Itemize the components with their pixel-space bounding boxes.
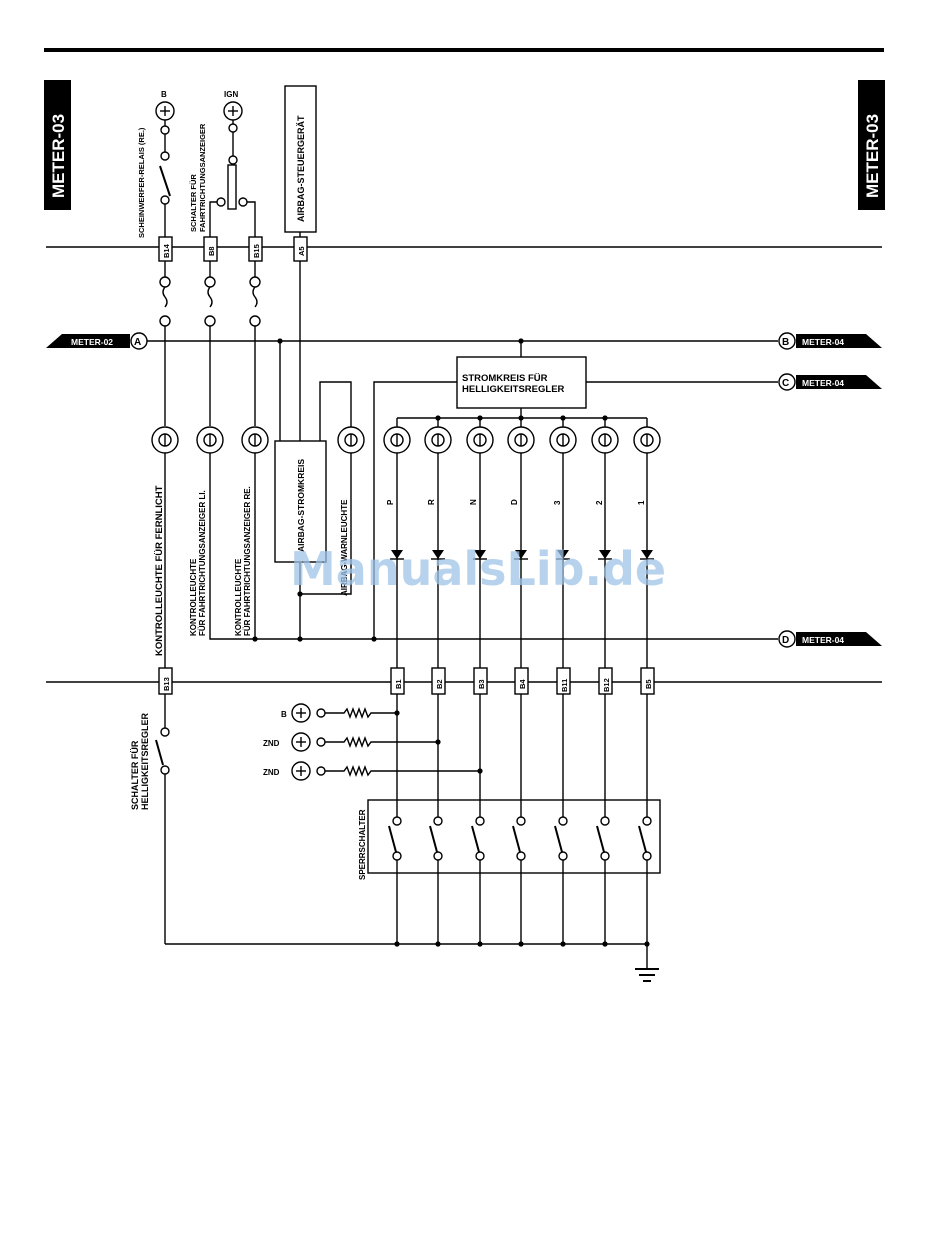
kontroll-fernlicht-label: KONTROLLEUCHTE FÜR FERNLICHT [154,485,165,656]
offpage-meter-04-d: D METER-04 [778,630,882,648]
svg-text:B11: B11 [560,679,569,692]
svg-text:B1: B1 [394,679,403,689]
b-label: B [161,90,167,99]
lamp-fernlicht [151,426,179,454]
watermark: ManualsLib.de [290,542,666,596]
lamp-airbag-warn [337,426,365,454]
gear-lamp-3: 3 [549,418,577,668]
connector-b11: B11 [556,667,571,695]
side-tag-right: METER-03 [858,80,885,210]
side-tag-right-text: METER-03 [863,114,882,198]
svg-text:HELLIGKEITSREGLER: HELLIGKEITSREGLER [462,384,565,395]
scheinwerfer-relais-label: SCHEINWERFER-RELAIS (RE.) [137,127,146,238]
connector-b15: B15 [248,236,263,262]
side-tag-left: METER-03 [44,80,71,210]
connector-b3: B3 [473,667,488,695]
svg-text:N: N [469,499,478,505]
gear-lamp-n: N [466,418,494,668]
side-tag-left-text: METER-03 [49,114,68,198]
kontroll-li-label-1: KONTROLLEUCHTE [189,558,198,636]
svg-text:2: 2 [595,500,604,505]
schalter-fahrt-label-2: FAHRTRICHTUNGSANZEIGER [198,123,207,232]
sperrschalter: SPERRSCHALTER [358,694,661,944]
svg-text:B: B [281,710,287,719]
gear-lamp-1: 1 [633,418,661,668]
stromkreis-helligkeitsregler: STROMKREIS FÜR HELLIGKEITSREGLER [456,356,587,409]
svg-text:B4: B4 [518,679,527,689]
gear-lamp-2: 2 [591,418,619,668]
svg-text:B2: B2 [435,679,444,689]
svg-text:B8: B8 [207,246,216,256]
svg-text:AIRBAG-STROMKREIS: AIRBAG-STROMKREIS [296,459,306,552]
airbag-steuergeraet-label: AIRBAG-STEUERGERÄT [296,115,306,222]
svg-text:B14: B14 [162,243,171,258]
svg-text:D: D [510,499,519,505]
gear-lamp-r: R [424,418,452,668]
svg-text:A5: A5 [297,246,306,256]
lamp-fahrt-re [241,426,269,454]
connector-b13: B13 [158,667,173,695]
svg-text:METER-04: METER-04 [802,635,844,645]
svg-text:B13: B13 [162,677,171,691]
top-rule [44,48,884,52]
connector-b2: B2 [431,667,446,695]
offpage-meter-04-b: B METER-04 [778,332,882,350]
svg-text:STROMKREIS FÜR: STROMKREIS FÜR [462,373,548,384]
svg-text:D: D [782,635,789,646]
ign-supply-top: IGN [209,90,256,237]
svg-text:METER-04: METER-04 [802,378,844,388]
airbag-steuergeraet: AIRBAG-STEUERGERÄT [284,85,317,237]
connector-b14: B14 [158,236,173,262]
connector-b1: B1 [390,667,405,695]
ground-icon [635,968,659,982]
svg-text:B15: B15 [252,244,261,258]
svg-text:ZND: ZND [263,768,280,777]
offpage-meter-02: METER-02 A [46,332,148,350]
supply-znd-2-resistor: ZND [263,761,483,781]
connector-b8: B8 [203,236,218,262]
svg-text:ZND: ZND [263,739,280,748]
gear-lamp-p: P [383,418,411,668]
gear-indicators: P R N D 3 [383,418,661,668]
svg-text:1: 1 [637,500,646,505]
kontroll-re-label-1: KONTROLLEUCHTE [234,558,243,636]
fuse-links [159,261,261,327]
ground-bus [165,941,650,968]
svg-text:C: C [782,378,789,389]
schalter-helligkeitsregler [155,694,170,944]
svg-text:B3: B3 [477,679,486,689]
svg-text:METER-02: METER-02 [71,337,113,347]
battery-supply-top: B [155,90,175,237]
ign-label: IGN [224,90,238,99]
connector-a5: A5 [293,236,308,262]
airbag-stromkreis: AIRBAG-STROMKREIS [274,440,327,563]
connector-b4: B4 [514,667,529,695]
offpage-meter-04-c: C METER-04 [778,373,882,391]
lamp-fahrt-li [196,426,224,454]
schalter-hell-label-2: HELLIGKEITSREGLER [140,712,150,810]
kontroll-re-label-2: FÜR FAHRTRICHTUNGSANZEIGER RE. [243,486,252,636]
connector-b12: B12 [598,667,613,695]
svg-text:METER-04: METER-04 [802,337,844,347]
svg-text:3: 3 [553,500,562,505]
kontroll-li-label-2: FÜR FAHRTRICHTUNGSANZEIGER LI. [198,490,207,636]
connector-b5: B5 [640,667,655,695]
svg-text:SPERRSCHALTER: SPERRSCHALTER [358,809,367,880]
svg-text:P: P [386,499,395,505]
svg-text:B12: B12 [602,678,611,692]
svg-text:B5: B5 [644,679,653,689]
schalter-hell-label-1: SCHALTER FÜR [130,740,140,810]
supply-b-resistor: B [281,703,400,723]
svg-text:B: B [782,337,789,348]
supply-znd-1-resistor: ZND [263,732,441,752]
svg-text:R: R [427,499,436,505]
svg-text:A: A [134,337,141,348]
airbag-warnleuchte-label: AIRBAG-WARNLEUCHTE [340,499,349,596]
schalter-fahrt-label-1: SCHALTER FÜR [189,174,198,232]
gear-lamp-d: D [507,418,535,668]
